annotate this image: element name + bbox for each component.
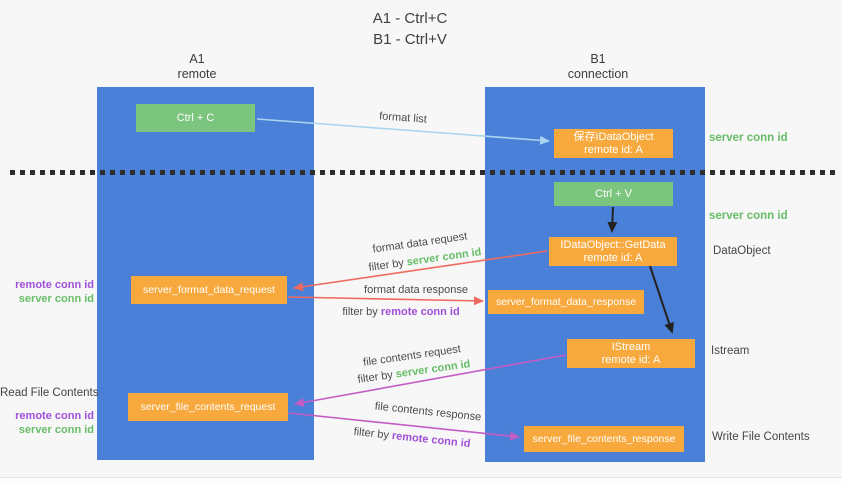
annotation-istream: Istream bbox=[711, 345, 750, 357]
node-ctrl-v: Ctrl + V bbox=[554, 182, 673, 206]
page-title: A1 - Ctrl+C B1 - Ctrl+V bbox=[0, 8, 820, 50]
server-conn-id-label: server conn id bbox=[18, 424, 94, 436]
lane-b-subtitle: connection bbox=[567, 67, 629, 81]
filter-prefix: filter by bbox=[353, 425, 393, 442]
node-ctrl-c: Ctrl + C bbox=[136, 104, 255, 132]
node-save-idataobject-line2: remote id: A bbox=[584, 143, 643, 156]
node-format-request: server_format_data_request bbox=[131, 276, 287, 304]
annotation-server-conn-id-top: server conn id bbox=[709, 132, 788, 144]
label-file-contents-response: file contents response bbox=[374, 400, 482, 424]
label-format-list: format list bbox=[378, 110, 428, 126]
title-line-1: A1 - Ctrl+C bbox=[372, 10, 448, 27]
annotation-dataobject: DataObject bbox=[713, 245, 771, 257]
node-istream-line2: remote id: A bbox=[601, 353, 661, 366]
arrow-format-data-response bbox=[287, 296, 484, 306]
title-line-2: B1 - Ctrl+V bbox=[373, 31, 447, 48]
label-filter-by-remote-conn-id-2: filter by remote conn id bbox=[353, 426, 471, 450]
remote-conn-id-text: remote conn id bbox=[380, 306, 460, 318]
lane-b-header: B1 connection bbox=[548, 52, 648, 82]
node-istream-line1: IStream bbox=[611, 340, 651, 353]
node-istream: IStream remote id: A bbox=[567, 339, 695, 368]
label-filter-by-remote-conn-id-1: filter by remote conn id bbox=[342, 306, 459, 318]
bottom-edge bbox=[0, 477, 842, 485]
annotation-left-bottom: Read File Contents remote conn id server… bbox=[0, 386, 99, 437]
server-conn-id-text: server conn id bbox=[405, 246, 483, 269]
node-getdata-line1: IDataObject::GetData bbox=[560, 238, 666, 251]
lane-a-header: A1 remote bbox=[147, 52, 247, 82]
node-getdata-line2: remote id: A bbox=[583, 251, 643, 264]
remote-conn-id-label: remote conn id bbox=[15, 279, 94, 291]
filter-prefix: filter by bbox=[367, 256, 408, 274]
remote-conn-id-text: remote conn id bbox=[391, 429, 471, 451]
node-format-response: server_format_data_response bbox=[488, 290, 644, 314]
filter-prefix: filter by bbox=[342, 306, 381, 318]
node-save-idataobject: 保存IDataObject remote id: A bbox=[554, 129, 673, 158]
phase-divider bbox=[10, 170, 836, 175]
server-conn-id-label: server conn id bbox=[18, 293, 94, 305]
node-file-response: server_file_contents_response bbox=[524, 426, 684, 452]
remote-conn-id-label: remote conn id bbox=[15, 410, 94, 422]
node-getdata: IDataObject::GetData remote id: A bbox=[549, 237, 677, 266]
lane-a-name: A1 bbox=[189, 52, 205, 66]
node-save-idataobject-line1: 保存IDataObject bbox=[573, 130, 654, 143]
filter-prefix: filter by bbox=[356, 368, 397, 386]
lane-b-name: B1 bbox=[590, 52, 606, 66]
label-format-data-response: format data response bbox=[364, 284, 468, 296]
annotation-write-file-contents: Write File Contents bbox=[712, 431, 810, 443]
lane-a-subtitle: remote bbox=[177, 67, 217, 81]
annotation-server-conn-id-mid: server conn id bbox=[709, 210, 788, 222]
read-file-contents-label: Read File Contents bbox=[0, 387, 99, 399]
annotation-left-mid: remote conn id server conn id bbox=[0, 278, 94, 306]
node-file-request: server_file_contents_request bbox=[128, 393, 288, 421]
